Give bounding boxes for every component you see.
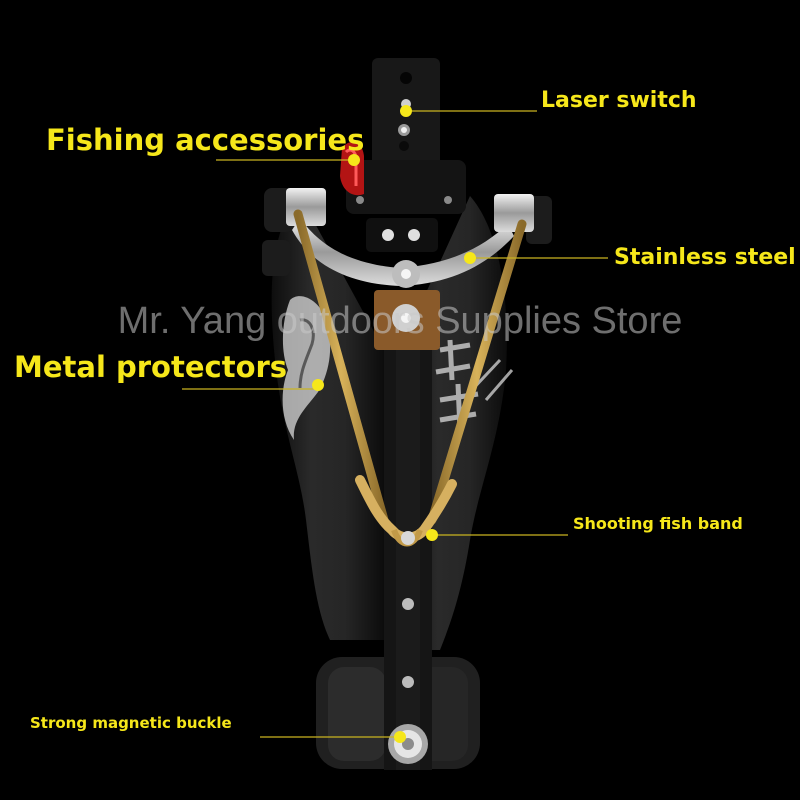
screws [401, 531, 415, 688]
stainless-steel-label: Stainless steel [614, 245, 796, 270]
store-watermark: Mr. Yang outdoors Supplies Store [117, 300, 683, 342]
fishing-accessories-label: Fishing accessories [46, 123, 365, 157]
magnetic-buckle [388, 724, 428, 764]
callout-lines [182, 110, 608, 738]
callout-dots [312, 105, 476, 743]
metal-protectors-label: Metal protectors [14, 350, 288, 384]
magnetic-buckle-label: Strong magnetic buckle [30, 714, 232, 732]
laser-switch-label: Laser switch [541, 88, 697, 113]
shooting-fish-band-label: Shooting fish band [573, 514, 743, 533]
red-light [340, 141, 364, 196]
character-decal [435, 339, 514, 431]
laser-housing [346, 58, 466, 214]
wolf-decal [282, 296, 331, 440]
